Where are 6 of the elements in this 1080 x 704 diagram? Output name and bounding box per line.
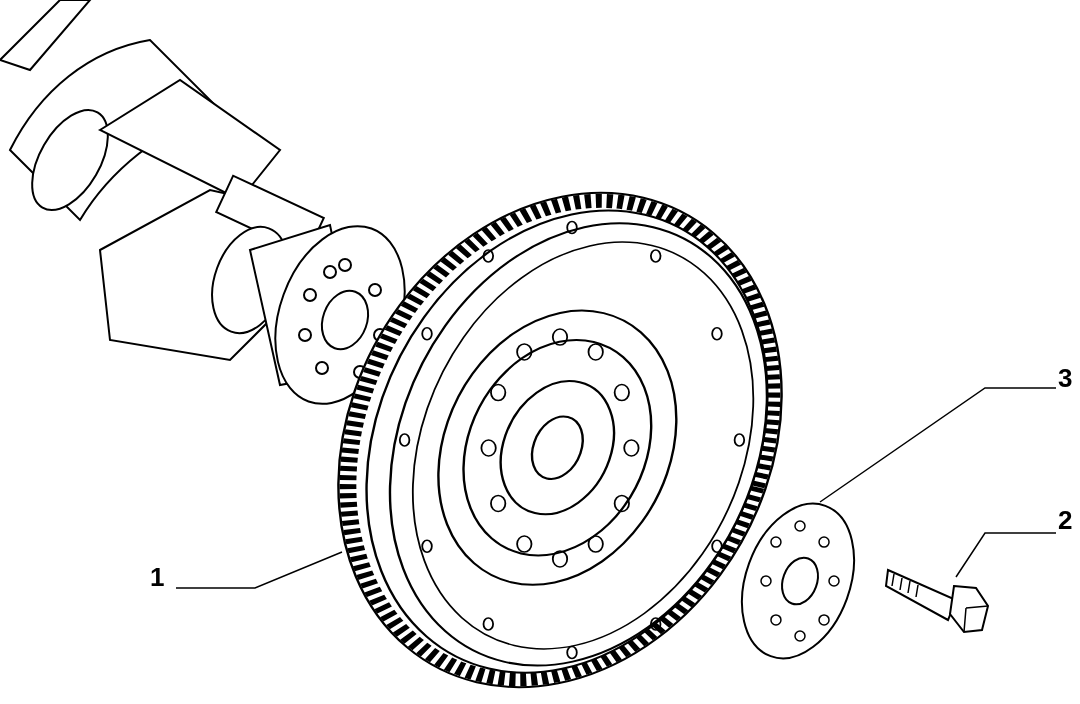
- callout-number: 2: [1058, 506, 1073, 534]
- leader-line: [955, 532, 1057, 578]
- leader-line: [819, 387, 1057, 503]
- leader-line: [175, 551, 343, 589]
- callout-number: 3: [1058, 364, 1073, 392]
- callout-number: 1: [150, 563, 165, 591]
